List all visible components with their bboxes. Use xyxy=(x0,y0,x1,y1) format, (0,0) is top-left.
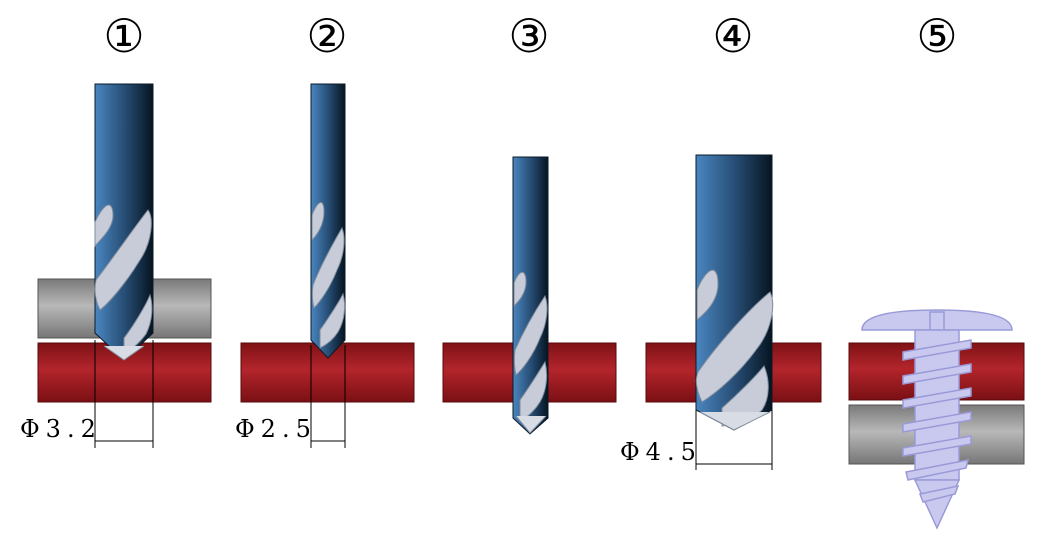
dimension-label-1: Φ3.2 xyxy=(20,415,102,443)
step-4-group: Φ4.5 xyxy=(620,154,822,470)
step-number-3: ③ xyxy=(508,9,549,63)
step-2-group: Φ2.5 xyxy=(235,83,415,448)
dimension-label-4: Φ4.5 xyxy=(620,438,702,466)
drill-bit-icon xyxy=(512,156,549,435)
drill-bit-icon xyxy=(695,154,774,431)
step-number-2: ② xyxy=(306,9,347,63)
step-number-1: ① xyxy=(103,9,144,63)
screw-icon xyxy=(861,309,1013,530)
step-1-group: Φ3.2 xyxy=(20,83,212,448)
step-number-4: ④ xyxy=(712,9,753,63)
step-number-5: ⑤ xyxy=(916,9,957,63)
step-5-group xyxy=(848,309,1025,530)
drill-bit-icon xyxy=(310,83,346,359)
step-3-group xyxy=(442,156,617,435)
drill-bit-icon xyxy=(94,83,154,361)
dimension-label-2: Φ2.5 xyxy=(235,415,317,443)
